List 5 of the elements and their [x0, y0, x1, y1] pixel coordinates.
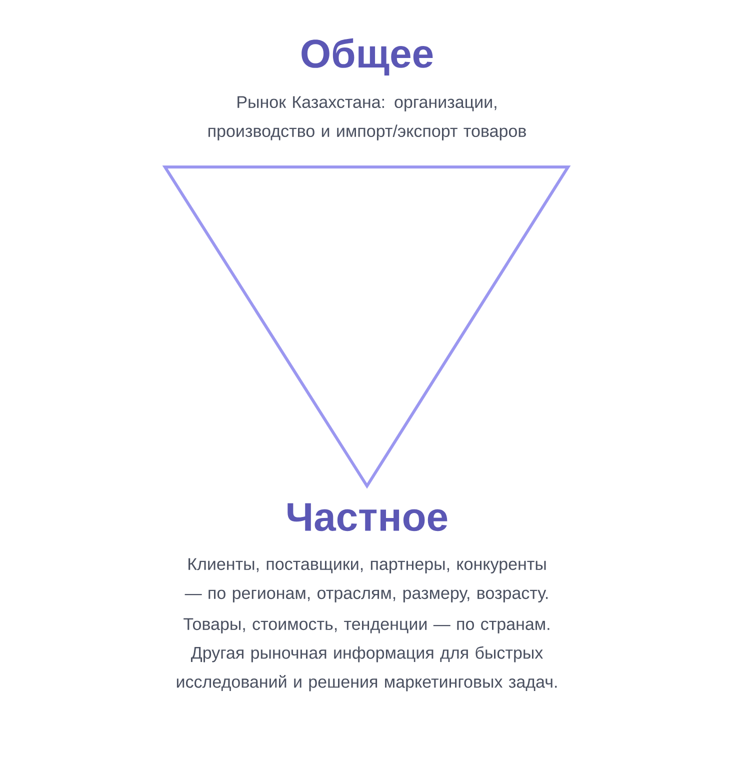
description-text: Другая рыночная информация для быстрых исследований и решения маркетинговых задач. — [176, 646, 557, 692]
description-text: Клиенты, поставщики, партнеры, конкуренты — по регионам, отраслям, размеру, возрасту. — [184, 558, 548, 602]
heading: Общее — [302, 38, 433, 76]
description-text: Товары, стоимость, тенденции — по странам. — [184, 618, 550, 634]
description-text: Рынок Казахстана: организации, производство и импорт/экспорт товаров — [208, 96, 526, 140]
